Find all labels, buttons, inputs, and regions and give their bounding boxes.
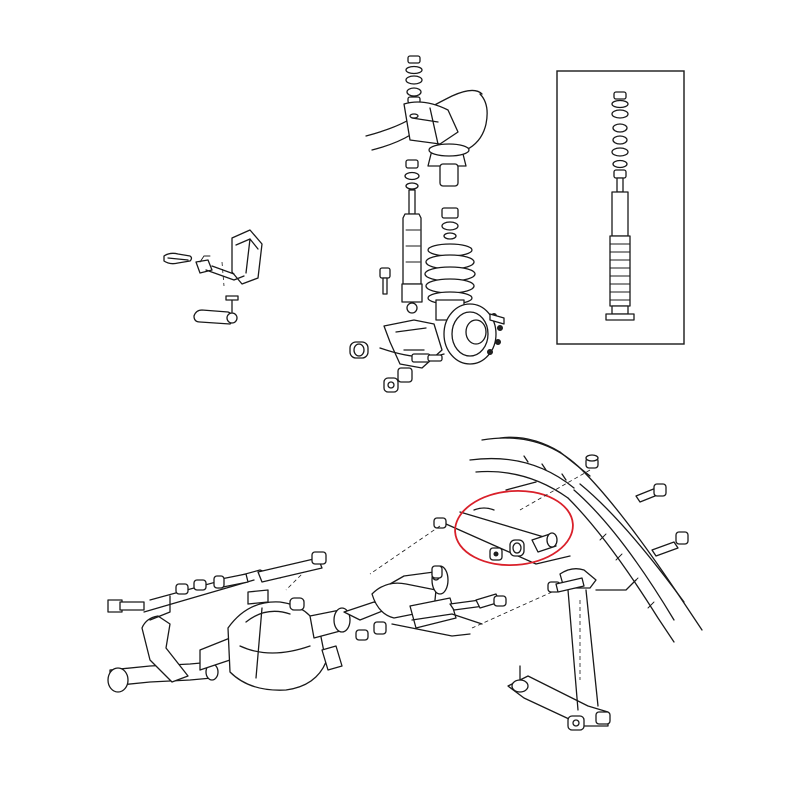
replacement-shock-absorber-icon <box>605 91 635 321</box>
leaf-spring-frame-rail-icon <box>469 436 703 643</box>
hub-rotor <box>443 303 505 365</box>
detail-box <box>556 70 685 345</box>
rear-suspension <box>107 436 703 731</box>
coil-spring <box>424 243 476 321</box>
upper-strut-hardware <box>405 55 423 104</box>
highlighted-bushing-set-icon <box>489 532 558 561</box>
front-shock-strut-assembly-icon <box>349 55 505 393</box>
highlight-circle <box>454 489 574 567</box>
steering-linkage-bracket-icon <box>163 229 263 325</box>
rear-axle-differential-icon <box>199 589 351 691</box>
